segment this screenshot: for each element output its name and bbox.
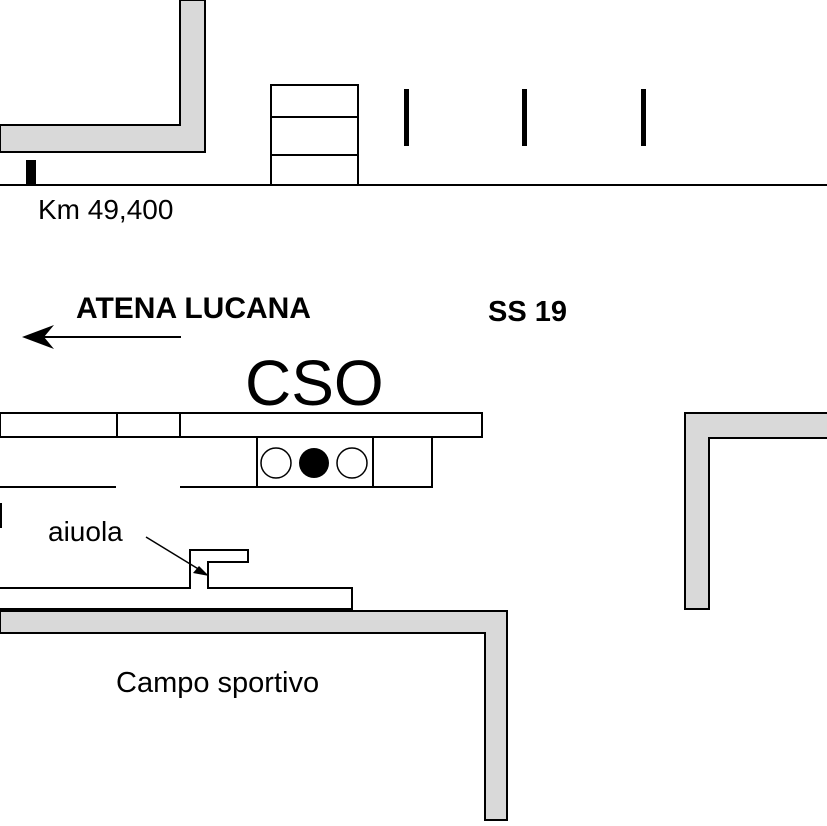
road-label: SS 19	[488, 296, 567, 328]
parking-stall-marker	[404, 89, 409, 146]
sports-field-wall	[0, 610, 508, 821]
flowerbed-leader	[145, 536, 209, 576]
km-label: Km 49,400	[38, 194, 173, 225]
parking-stall-marker	[522, 89, 527, 146]
building-wall-right	[684, 412, 827, 610]
kerb-strip	[0, 412, 483, 438]
edge-stub	[0, 503, 2, 528]
building-wall-top-left	[0, 0, 206, 153]
arrow-left-icon	[22, 325, 181, 349]
flowerbed-label: aiuola	[48, 516, 123, 547]
roadside-building	[270, 84, 359, 186]
traffic-island	[0, 436, 433, 488]
site-code-label: CSO	[245, 347, 384, 419]
direction-label: ATENA LUCANA	[76, 292, 311, 325]
parking-stall-marker	[641, 89, 646, 146]
sports-field-label: Campo sportivo	[116, 667, 319, 699]
flowerbed-outline	[0, 549, 353, 610]
traffic-light-icon	[260, 447, 368, 479]
km-marker-post	[26, 160, 36, 184]
